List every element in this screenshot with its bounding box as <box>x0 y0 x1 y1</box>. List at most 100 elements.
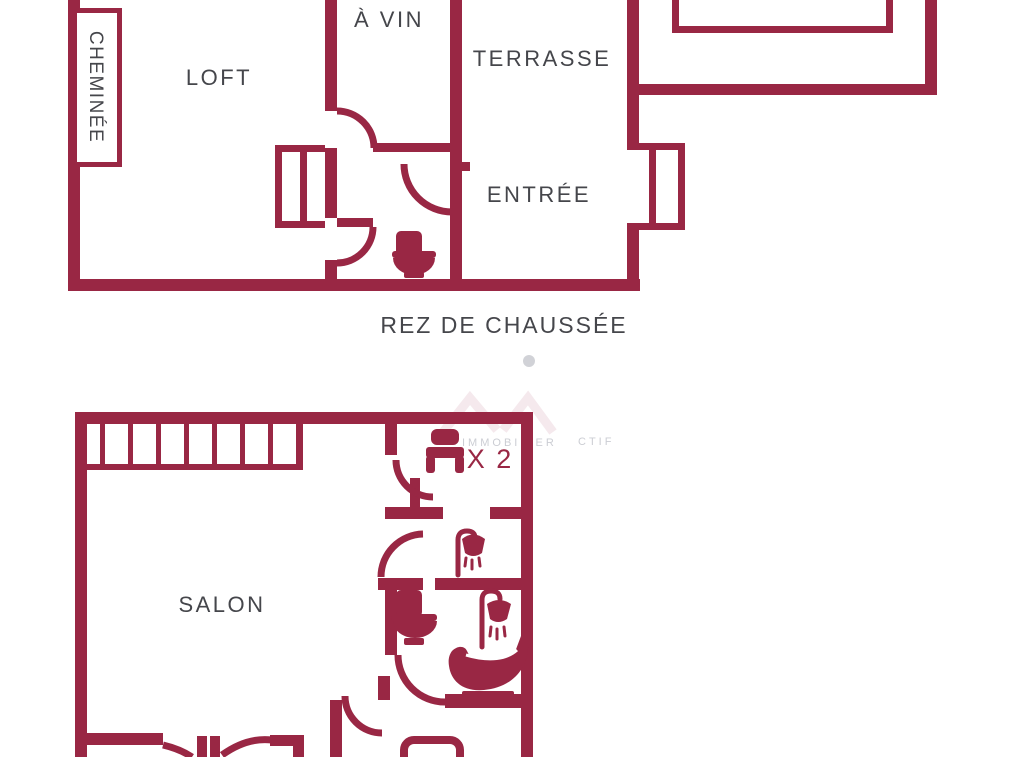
wall <box>385 590 397 655</box>
window-symbol <box>639 223 685 230</box>
door-arc <box>219 736 273 757</box>
wall <box>75 412 87 757</box>
wall <box>330 700 342 757</box>
bed-icon <box>426 429 464 473</box>
door-arc <box>400 163 453 216</box>
door-arc <box>336 226 377 267</box>
wall <box>450 0 462 279</box>
bed-multiplier-label: X 2 <box>467 444 514 474</box>
toilet-bowl <box>393 621 437 638</box>
watermark-dot <box>523 355 535 367</box>
wall <box>75 412 533 424</box>
toilet-icon <box>392 231 436 278</box>
shower-head <box>487 600 511 622</box>
door-arc <box>392 459 434 501</box>
wall <box>627 223 639 279</box>
stairs-edge <box>87 464 303 470</box>
upper-door-arcs <box>162 459 446 757</box>
stair-tread <box>156 424 161 470</box>
wall <box>490 507 521 519</box>
stair-tread <box>128 424 133 470</box>
toilet-tank <box>396 590 422 617</box>
wall <box>325 260 337 279</box>
wall <box>435 578 521 590</box>
door-leaf <box>210 736 220 757</box>
bed-pillow <box>431 429 459 445</box>
shower-icon <box>455 528 485 578</box>
window-symbol <box>300 145 307 228</box>
shower-head <box>462 534 485 556</box>
stair-tread <box>268 424 273 470</box>
door-arc <box>394 654 446 706</box>
shower-pipe <box>479 588 503 650</box>
room-label-salon: SALON <box>178 592 265 617</box>
bathtub-rim <box>465 648 519 661</box>
upper-floor-plan: X 2 <box>75 412 533 757</box>
wall <box>633 84 937 95</box>
room-label-cave-a-vin: À VIN <box>354 7 424 32</box>
bathtub-icon <box>448 630 532 698</box>
wall-stub <box>293 735 304 757</box>
window-symbol <box>649 143 656 230</box>
door-arc <box>336 107 378 149</box>
wall-stub <box>337 218 373 227</box>
room-label-loft: LOFT <box>186 65 252 90</box>
terrace-rail <box>672 0 679 33</box>
wall <box>627 0 639 150</box>
wall <box>385 507 443 519</box>
toilet-seat <box>392 251 436 258</box>
window-symbol <box>678 143 685 230</box>
wall <box>925 0 937 84</box>
wall <box>385 424 397 455</box>
fixture-cutoff <box>400 736 464 757</box>
watermark-word2: CTIF <box>578 436 614 448</box>
toilet-seat <box>391 614 437 621</box>
room-label-cheminee: CHEMINÉE <box>85 31 106 143</box>
wall-stub <box>378 676 390 700</box>
wall <box>378 578 423 590</box>
toilet-base <box>404 272 424 278</box>
toilet-tank <box>396 231 422 257</box>
stair-tread <box>240 424 245 470</box>
room-label-entree: ENTRÉE <box>487 182 591 207</box>
wall <box>325 148 337 218</box>
bed-headboard <box>426 447 464 458</box>
toilet-bowl <box>393 258 435 275</box>
floor-caption: REZ DE CHAUSSÉE <box>380 312 627 338</box>
stair-tread <box>184 424 189 470</box>
door-arc <box>341 695 383 737</box>
terrace-rail <box>672 26 893 33</box>
shower-drops <box>488 625 507 641</box>
door-arc <box>377 530 424 578</box>
window-symbol <box>639 143 685 150</box>
ground-door-arcs <box>336 107 453 267</box>
wall <box>68 279 640 291</box>
shower-drops <box>463 556 482 571</box>
upper-walls <box>75 412 533 757</box>
window-symbol <box>275 145 282 228</box>
toilet-icon <box>391 590 437 645</box>
terrace-rail <box>886 0 893 33</box>
fireplace-box <box>72 8 122 167</box>
wall <box>75 733 163 745</box>
stair-tread <box>100 424 105 470</box>
room-label-terrasse: TERRASSE <box>473 46 612 71</box>
wall <box>325 0 337 111</box>
wall-stub <box>455 162 470 171</box>
wall-stub <box>270 735 293 746</box>
stair-tread <box>212 424 217 470</box>
bed-side <box>455 456 464 473</box>
ground-labels: LOFT À VIN TERRASSE ENTRÉE CHEMINÉE REZ … <box>85 7 627 338</box>
bed-side <box>426 456 435 473</box>
ground-walls <box>68 0 937 291</box>
toilet-base <box>404 638 424 645</box>
wall <box>521 412 533 757</box>
stair-tread <box>296 424 303 470</box>
door-arc <box>162 741 194 757</box>
shower-pipe <box>455 528 478 578</box>
stairs <box>87 424 303 470</box>
wall-stub <box>373 143 452 152</box>
ground-thin-lines <box>275 0 893 230</box>
bathtub-base <box>462 691 514 698</box>
